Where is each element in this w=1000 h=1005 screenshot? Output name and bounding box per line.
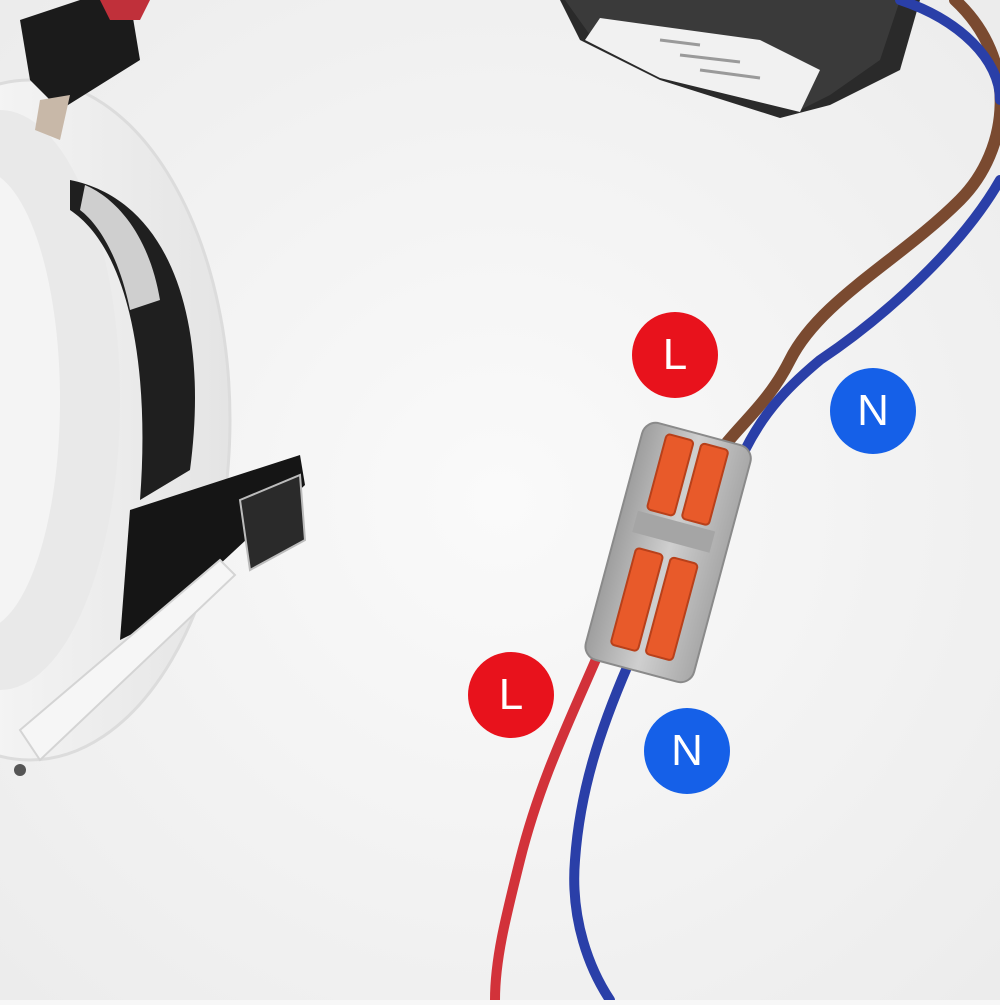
red-wire [490,645,605,1005]
led-driver [560,0,920,118]
lever-top-right[interactable] [681,442,729,526]
neutral-label-bottom: N [644,708,730,794]
neutral-label-top: N [830,368,916,454]
lever-top-left[interactable] [646,433,695,517]
lever-bottom-left[interactable] [610,547,664,652]
lever-bottom-right[interactable] [645,556,699,661]
lever-wire-connector [584,421,752,684]
live-label-top: L [632,312,718,398]
blue-wire-top [740,175,1000,455]
brown-wire [719,0,1000,451]
live-label-bottom: L [468,652,554,738]
blue-wire-bottom [569,660,633,1005]
led-downlight [0,0,307,776]
